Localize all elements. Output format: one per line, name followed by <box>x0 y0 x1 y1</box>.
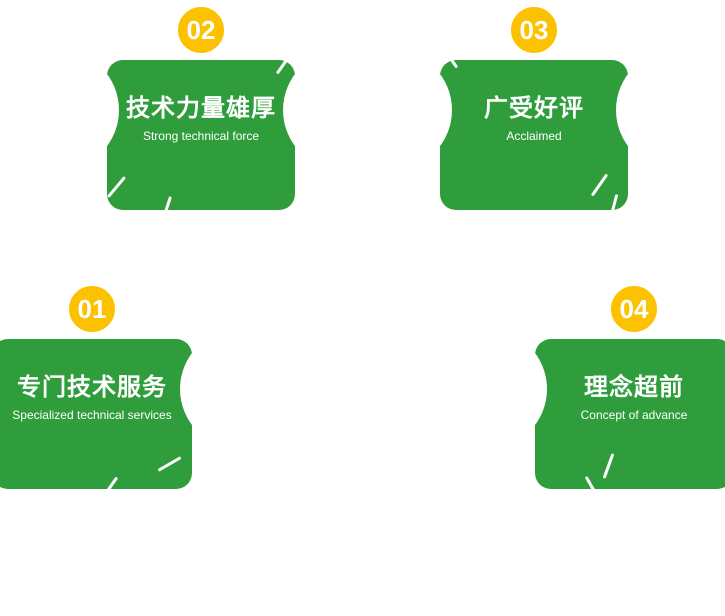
number-badge: 03 <box>508 4 560 56</box>
card-subtitle: Strong technical force <box>142 129 260 144</box>
card-title: 理念超前 <box>584 374 684 401</box>
edge-notch-right <box>180 339 192 449</box>
edge-notch-left <box>440 60 452 170</box>
sparkle-line <box>47 285 64 311</box>
edge-notch-left <box>107 60 119 170</box>
card-subtitle: Specialized technical services <box>12 408 172 423</box>
card-title: 技术力量雄厚 <box>126 95 276 122</box>
number-badge: 02 <box>175 4 227 56</box>
card-panel: 广受好评 Acclaimed <box>440 60 628 210</box>
card-panel: 理念超前 Concept of advance <box>535 339 725 489</box>
card-subtitle: Acclaimed <box>506 129 562 144</box>
number-badge: 04 <box>608 283 660 335</box>
edge-notch-right <box>283 60 295 170</box>
sparkle-line <box>553 298 572 322</box>
edge-notch-right <box>616 60 628 170</box>
edge-notch-left <box>535 339 547 449</box>
card-panel: 技术力量雄厚 Strong technical force <box>107 60 295 210</box>
card-title: 广受好评 <box>484 95 584 122</box>
number-badge: 01 <box>66 283 118 335</box>
card-title: 专门技术服务 <box>17 374 167 401</box>
card-panel: 专门技术服务 Specialized technical services <box>0 339 192 489</box>
card-subtitle: Concept of advance <box>580 408 688 423</box>
